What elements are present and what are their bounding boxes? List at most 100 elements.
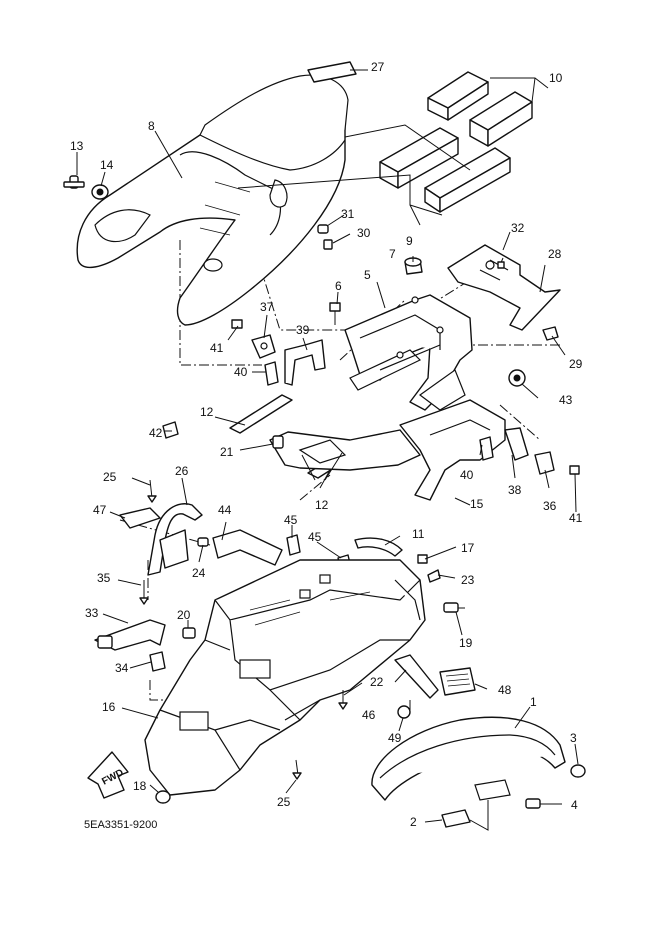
callout-31: 31 [341, 207, 355, 221]
rear-fender-part-16 [144, 559, 426, 796]
callout-43: 43 [559, 393, 573, 407]
collar-part-40-left [264, 361, 279, 386]
rivet-part-23 [427, 569, 441, 583]
grommet-part-3 [570, 764, 586, 778]
collar-part-40-right [479, 436, 494, 461]
callout-39: 39 [296, 323, 310, 337]
bracket-part-36 [534, 451, 555, 475]
callout-12-upper: 12 [200, 405, 214, 419]
bracket-part-45-a [286, 534, 301, 556]
callout-9: 9 [406, 234, 413, 248]
rear-frame-part-5 [344, 294, 473, 411]
callout-29: 29 [569, 357, 583, 371]
callout-21: 21 [220, 445, 234, 459]
callout-16: 16 [102, 700, 116, 714]
stay-part-39 [284, 339, 326, 386]
callout-14: 14 [100, 158, 114, 172]
callout-41-left: 41 [210, 341, 224, 355]
callout-3: 3 [570, 731, 577, 745]
callout-40-left: 40 [234, 365, 248, 379]
callout-18: 18 [133, 779, 147, 793]
callout-5: 5 [364, 268, 371, 282]
callout-41-right: 41 [569, 511, 583, 525]
callout-24: 24 [192, 566, 206, 580]
callout-44: 44 [218, 503, 232, 517]
seat-part-8 [76, 74, 349, 326]
cover-part-47 [119, 507, 189, 569]
stay-part-33 [94, 619, 166, 651]
callout-15: 15 [470, 497, 484, 511]
callout-2: 2 [410, 815, 417, 829]
bracket-part-34 [149, 651, 166, 672]
rail-part-21 [269, 429, 421, 471]
plate-part-44 [212, 529, 283, 566]
callout-45-b: 45 [308, 530, 322, 544]
bolt-part-41-right [569, 465, 580, 475]
callout-6: 6 [335, 279, 342, 293]
leader-lines [76, 69, 579, 831]
forward-arrow-icon: FWD [87, 751, 129, 799]
pad-part-10 [379, 71, 533, 213]
callout-1: 1 [530, 695, 537, 709]
callout-23: 23 [461, 573, 475, 587]
callout-26: 26 [175, 464, 189, 478]
callout-37: 37 [260, 300, 274, 314]
reflector-part-48 [439, 667, 476, 696]
bar-part-12-upper [229, 394, 293, 434]
bracket-part-37 [251, 334, 276, 359]
callout-42: 42 [149, 426, 163, 440]
callout-10: 10 [549, 71, 563, 85]
callout-4: 4 [571, 798, 578, 812]
callout-46: 46 [362, 708, 376, 722]
callout-25-lower: 25 [277, 795, 291, 809]
callout-17: 17 [461, 541, 475, 555]
grommet-part-20 [182, 627, 196, 639]
callout-45-a: 45 [284, 513, 298, 527]
callout-7: 7 [389, 247, 396, 261]
frame-part-38 [399, 399, 529, 501]
callout-13: 13 [70, 139, 84, 153]
rivet-part-46 [338, 690, 348, 710]
callout-25-upper: 25 [103, 470, 117, 484]
grab-bar-part-26 [147, 503, 203, 576]
callout-34: 34 [115, 661, 129, 675]
callout-40-right: 40 [460, 468, 474, 482]
front-fender-part-1 [371, 716, 566, 801]
callout-48: 48 [498, 683, 512, 697]
screw-part-13 [63, 175, 85, 189]
bracket-part-17 [417, 554, 428, 564]
callout-30: 30 [357, 226, 371, 240]
rivet-part-25-upper [147, 479, 157, 503]
callout-36: 36 [543, 499, 557, 513]
nut-part-49 [397, 705, 411, 719]
grommet-part-42 [162, 421, 179, 439]
rivet-part-25-lower [292, 759, 302, 780]
callout-20: 20 [177, 608, 191, 622]
callout-49: 49 [388, 731, 402, 745]
callout-35: 35 [97, 571, 111, 585]
grommet-part-14 [91, 184, 109, 200]
screw-part-32 [497, 257, 505, 269]
cap-part-18 [155, 790, 171, 804]
emblem-part-27 [307, 61, 357, 83]
callout-11: 11 [412, 527, 425, 541]
callout-22: 22 [370, 675, 384, 689]
callout-19: 19 [459, 636, 473, 650]
callout-47: 47 [93, 503, 107, 517]
callout-38: 38 [508, 483, 522, 497]
collar-part-24 [197, 537, 209, 547]
callout-labels: 1 2 3 4 5 6 7 8 9 10 11 12 12 13 14 15 1… [70, 60, 583, 829]
callout-27: 27 [371, 60, 385, 74]
rivet-part-35 [139, 580, 149, 605]
bolt-part-4 [525, 798, 541, 809]
bracket-part-22 [394, 654, 439, 699]
figure-code: 5EA3351-9200 [84, 819, 157, 831]
bolt-part-6 [329, 302, 341, 325]
damper-part-2 [441, 809, 471, 828]
damper-part-29 [542, 326, 559, 341]
damper-part-43 [508, 369, 526, 387]
callout-28: 28 [548, 247, 562, 261]
callout-8: 8 [148, 119, 155, 133]
bolt-part-19 [443, 602, 465, 613]
